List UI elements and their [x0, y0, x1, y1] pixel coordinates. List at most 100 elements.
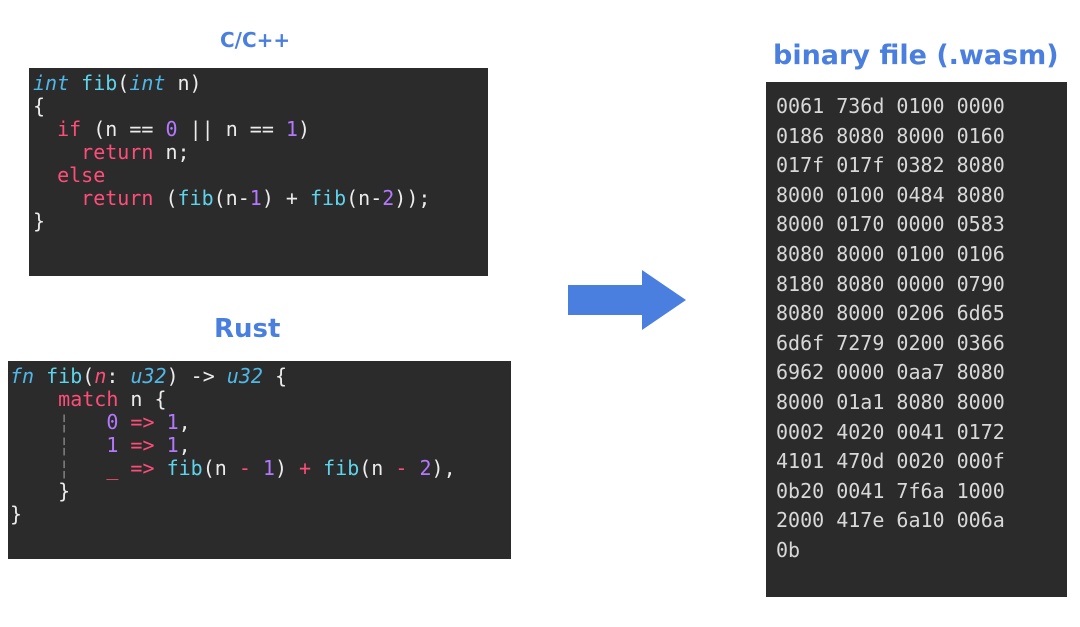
hex-row: 8080 8000 0100 0106 [776, 241, 1005, 266]
code-token: } [10, 502, 23, 526]
hex-row: 0002 4020 0041 0172 [776, 419, 1005, 444]
code-line: } [10, 480, 511, 503]
code-token: )); [394, 186, 431, 210]
wasm-label: binary file (.wasm) [773, 40, 1059, 71]
code-token: 1 [262, 456, 275, 480]
code-token: ¦ [10, 410, 107, 434]
code-token: 2 [382, 186, 395, 210]
code-token: } [10, 479, 71, 503]
hex-row: 8080 8000 0206 6d65 [776, 301, 1005, 326]
code-token: ¦ [10, 456, 107, 480]
code-token: ) [274, 456, 300, 480]
code-token [33, 163, 57, 187]
code-token: u32 [226, 364, 263, 388]
code-line: else [33, 164, 488, 187]
code-token [155, 433, 167, 457]
code-line: match n { [10, 388, 511, 411]
code-line: } [33, 210, 488, 233]
code-token: - [395, 456, 408, 480]
hex-row: 2000 417e 6a10 006a [776, 508, 1005, 533]
code-token: fib [166, 456, 203, 480]
code-token [407, 456, 419, 480]
code-token: => [130, 410, 155, 434]
hex-row: 8000 0170 0000 0583 [776, 212, 1005, 237]
code-line: } [10, 503, 511, 526]
code-token: (n- [346, 186, 383, 210]
rust-label: Rust [214, 314, 281, 344]
code-token [10, 387, 58, 411]
code-token: => [130, 433, 155, 457]
code-token: n) [165, 71, 202, 95]
code-token: 1 [166, 410, 179, 434]
code-token [34, 364, 46, 388]
code-token: ) -> [166, 364, 227, 388]
code-token: 1 [106, 433, 119, 457]
hex-row: 0b [776, 537, 801, 562]
code-token: fib [323, 456, 360, 480]
code-token: + [299, 456, 312, 480]
code-token: , [178, 433, 191, 457]
code-token [155, 410, 167, 434]
code-line: return n; [33, 141, 488, 164]
code-token: ( [117, 71, 130, 95]
code-token: if [57, 117, 82, 141]
code-token: 0 [106, 410, 119, 434]
code-line: ¦ 1 => 1, [10, 434, 511, 457]
hex-row: 6962 0000 0aa7 8080 [776, 360, 1005, 385]
code-token: 2 [419, 456, 432, 480]
code-token: (n == [81, 117, 166, 141]
code-token: n { [118, 387, 167, 411]
hex-row: 6d6f 7279 0200 0366 [776, 330, 1005, 355]
code-token [33, 186, 81, 210]
code-token: ¦ [10, 433, 107, 457]
code-token: int [33, 71, 70, 95]
hex-row: 0061 736d 0100 0000 [776, 94, 1005, 118]
hex-row: 8000 0100 0484 8080 [776, 182, 1005, 207]
code-token: ( [153, 186, 178, 210]
code-token: , [178, 410, 191, 434]
code-token: (n [202, 456, 239, 480]
code-line: return (fib(n-1) + fib(n-2)); [33, 187, 488, 210]
code-token: return [81, 186, 154, 210]
code-token: 1 [249, 186, 262, 210]
code-token: { [262, 364, 288, 388]
code-token [118, 410, 130, 434]
code-token: (n- [213, 186, 250, 210]
rust-code-block: fn fib(n: u32) -> u32 { match n { ¦ 0 =>… [8, 361, 511, 559]
code-token: fib [309, 186, 347, 210]
code-token [33, 140, 81, 164]
code-token: fib [177, 186, 214, 210]
code-line: ¦ _ => fib(n - 1) + fib(n - 2), [10, 457, 511, 480]
code-token: ) + [261, 186, 310, 210]
code-token: || n == [177, 117, 286, 141]
cpp-label: C/C++ [220, 28, 291, 52]
hex-row: 8180 8080 0000 0790 [776, 271, 1005, 296]
code-token [118, 433, 130, 457]
code-token [118, 456, 130, 480]
code-token [33, 117, 57, 141]
cpp-code-block: int fib(int n){ if (n == 0 || n == 1) re… [29, 68, 488, 276]
code-token: ( [82, 364, 95, 388]
hex-row: 4101 470d 0020 000f [776, 449, 1005, 474]
code-line: fn fib(n: u32) -> u32 { [10, 365, 511, 388]
code-token: fib [81, 71, 118, 95]
code-token: } [33, 209, 46, 233]
code-token: ), [431, 456, 456, 480]
code-token: fib [46, 364, 83, 388]
code-token: (n [359, 456, 396, 480]
code-token: n; [153, 140, 190, 164]
code-token: => [130, 456, 155, 480]
code-token: ) [297, 117, 310, 141]
code-token: int [129, 71, 166, 95]
code-token [311, 456, 323, 480]
code-token: fn [10, 364, 35, 388]
hex-row: 0b20 0041 7f6a 1000 [776, 478, 1005, 503]
code-token [251, 456, 263, 480]
code-token: { [33, 94, 46, 118]
code-token: 0 [165, 117, 178, 141]
hex-row: 8000 01a1 8080 8000 [776, 389, 1005, 414]
code-token: _ [106, 456, 119, 480]
code-token: u32 [130, 364, 167, 388]
code-token: else [57, 163, 106, 187]
